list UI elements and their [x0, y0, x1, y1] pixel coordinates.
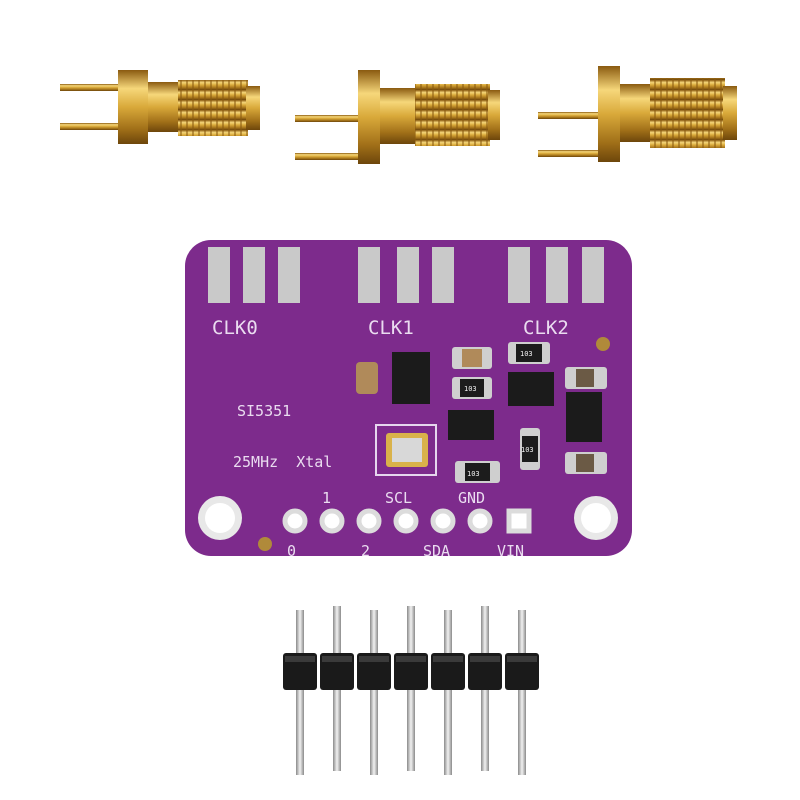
resistor-code-2: 103: [520, 350, 533, 358]
sma-connector-1: [60, 70, 260, 144]
resistor-code-3: 103: [521, 446, 534, 454]
label-pin-gnd: GND: [458, 489, 485, 507]
header-plastic-block: [505, 653, 539, 690]
sma-connector-3: [538, 66, 737, 162]
label-clk0: CLK0: [212, 317, 258, 339]
header-pin: [296, 610, 304, 775]
header-pin: [518, 610, 526, 775]
pin-header: [283, 606, 539, 775]
header-plastic-block: [431, 653, 465, 690]
label-clk1: CLK1: [368, 317, 414, 339]
header-pin: [444, 610, 452, 775]
label-pin-sda: SDA: [423, 542, 450, 560]
label-pin-scl: SCL: [385, 489, 412, 507]
header-plastic-block: [320, 653, 354, 690]
header-plastic-block: [283, 653, 317, 690]
header-pads: [282, 508, 532, 534]
label-clk2: CLK2: [523, 317, 569, 339]
resistor-code-4: 103: [467, 470, 480, 478]
header-pin: [370, 610, 378, 775]
si5351-board: CLK0 CLK1 CLK2 SI5351 25MHz Xtal 103 103…: [185, 240, 632, 560]
label-pin-2: 2: [361, 542, 370, 560]
label-pin-1: 1: [322, 489, 331, 507]
label-pin-vin: VIN: [497, 542, 524, 560]
resistor-code-1: 103: [464, 385, 477, 393]
header-plastic-block: [468, 653, 502, 690]
sma-pads: [208, 247, 604, 303]
header-plastic-block: [394, 653, 428, 690]
si5351-chip: [392, 352, 430, 404]
label-chip: SI5351: [237, 402, 291, 420]
header-plastic-block: [357, 653, 391, 690]
sma-connector-2: [295, 70, 500, 164]
label-crystal: 25MHz Xtal: [233, 453, 332, 471]
label-pin-0: 0: [287, 542, 296, 560]
